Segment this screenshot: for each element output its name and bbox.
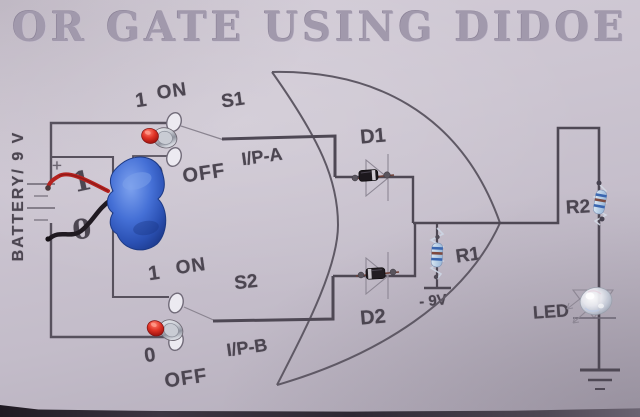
push-button-s1: [141, 127, 178, 149]
black-wire: [46, 196, 115, 242]
or-gate-symbol: [271, 70, 501, 386]
ground-symbols: [424, 286, 620, 390]
connector-body: [106, 156, 167, 251]
battery-plus-sign: +: [52, 156, 62, 175]
resistor-r1-component: [429, 227, 445, 280]
diode-d1-component: [351, 169, 395, 182]
page-title: OR GATE USING DIDOE: [12, 2, 628, 52]
battery-symbol: [27, 183, 55, 221]
diode-d2-component: [355, 267, 400, 280]
led-component: [579, 286, 613, 316]
battery-connector: [45, 156, 167, 251]
signal-wires: [180, 125, 601, 370]
push-button-s2: [146, 319, 184, 341]
resistor-r2-component: [592, 180, 608, 226]
